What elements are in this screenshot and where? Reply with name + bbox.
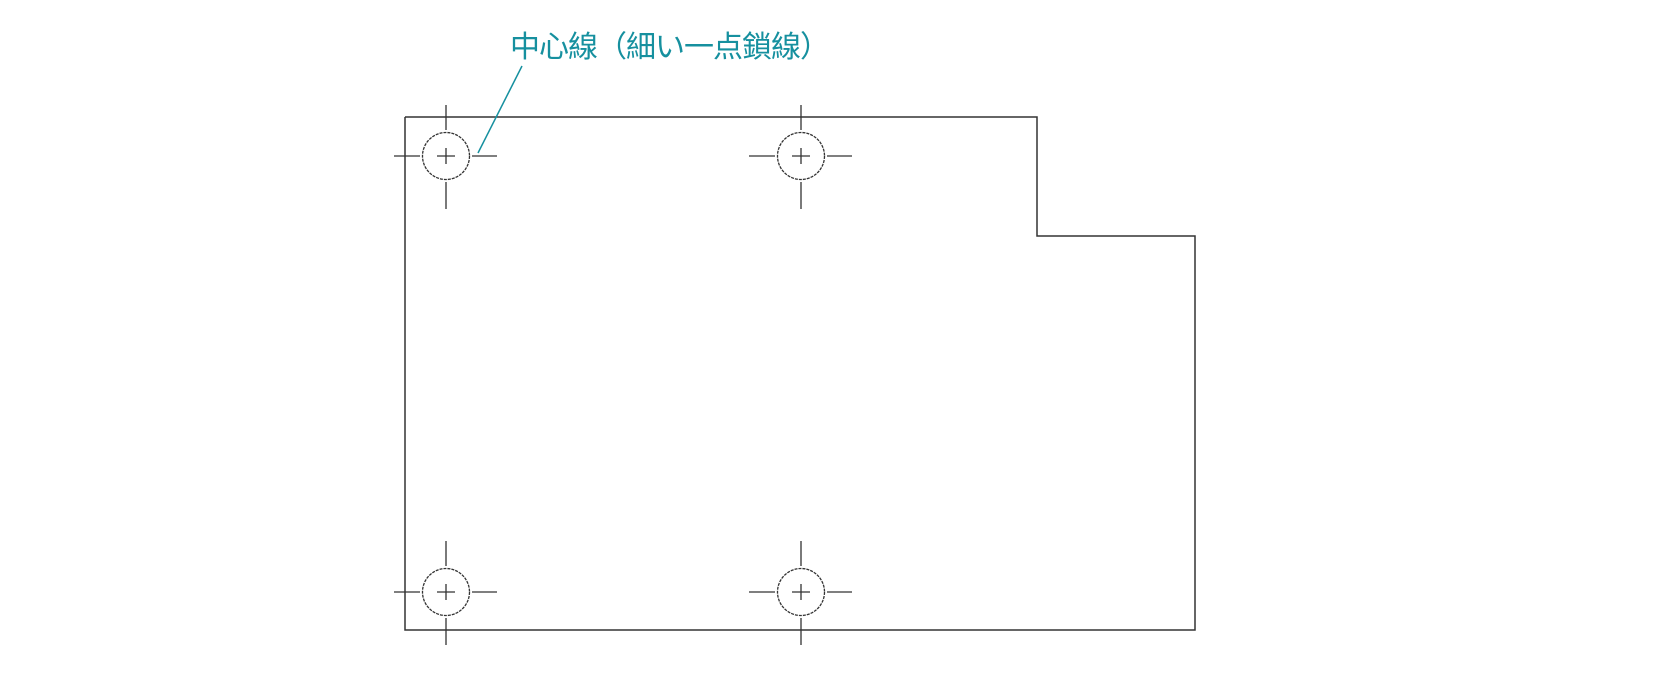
hole-circle <box>776 567 826 617</box>
hole-bottom-right <box>749 541 852 645</box>
part-outline <box>404 116 1196 631</box>
hole-circle <box>421 131 471 181</box>
hole-circle <box>776 131 826 181</box>
centerline-annotation-label: 中心線（細い一点鎖線） <box>510 30 830 65</box>
hole-bottom-left <box>394 541 497 645</box>
hole-circle <box>421 567 471 617</box>
hole-top-left <box>394 105 497 209</box>
leader-line <box>477 65 523 154</box>
hole-top-right <box>749 105 852 209</box>
